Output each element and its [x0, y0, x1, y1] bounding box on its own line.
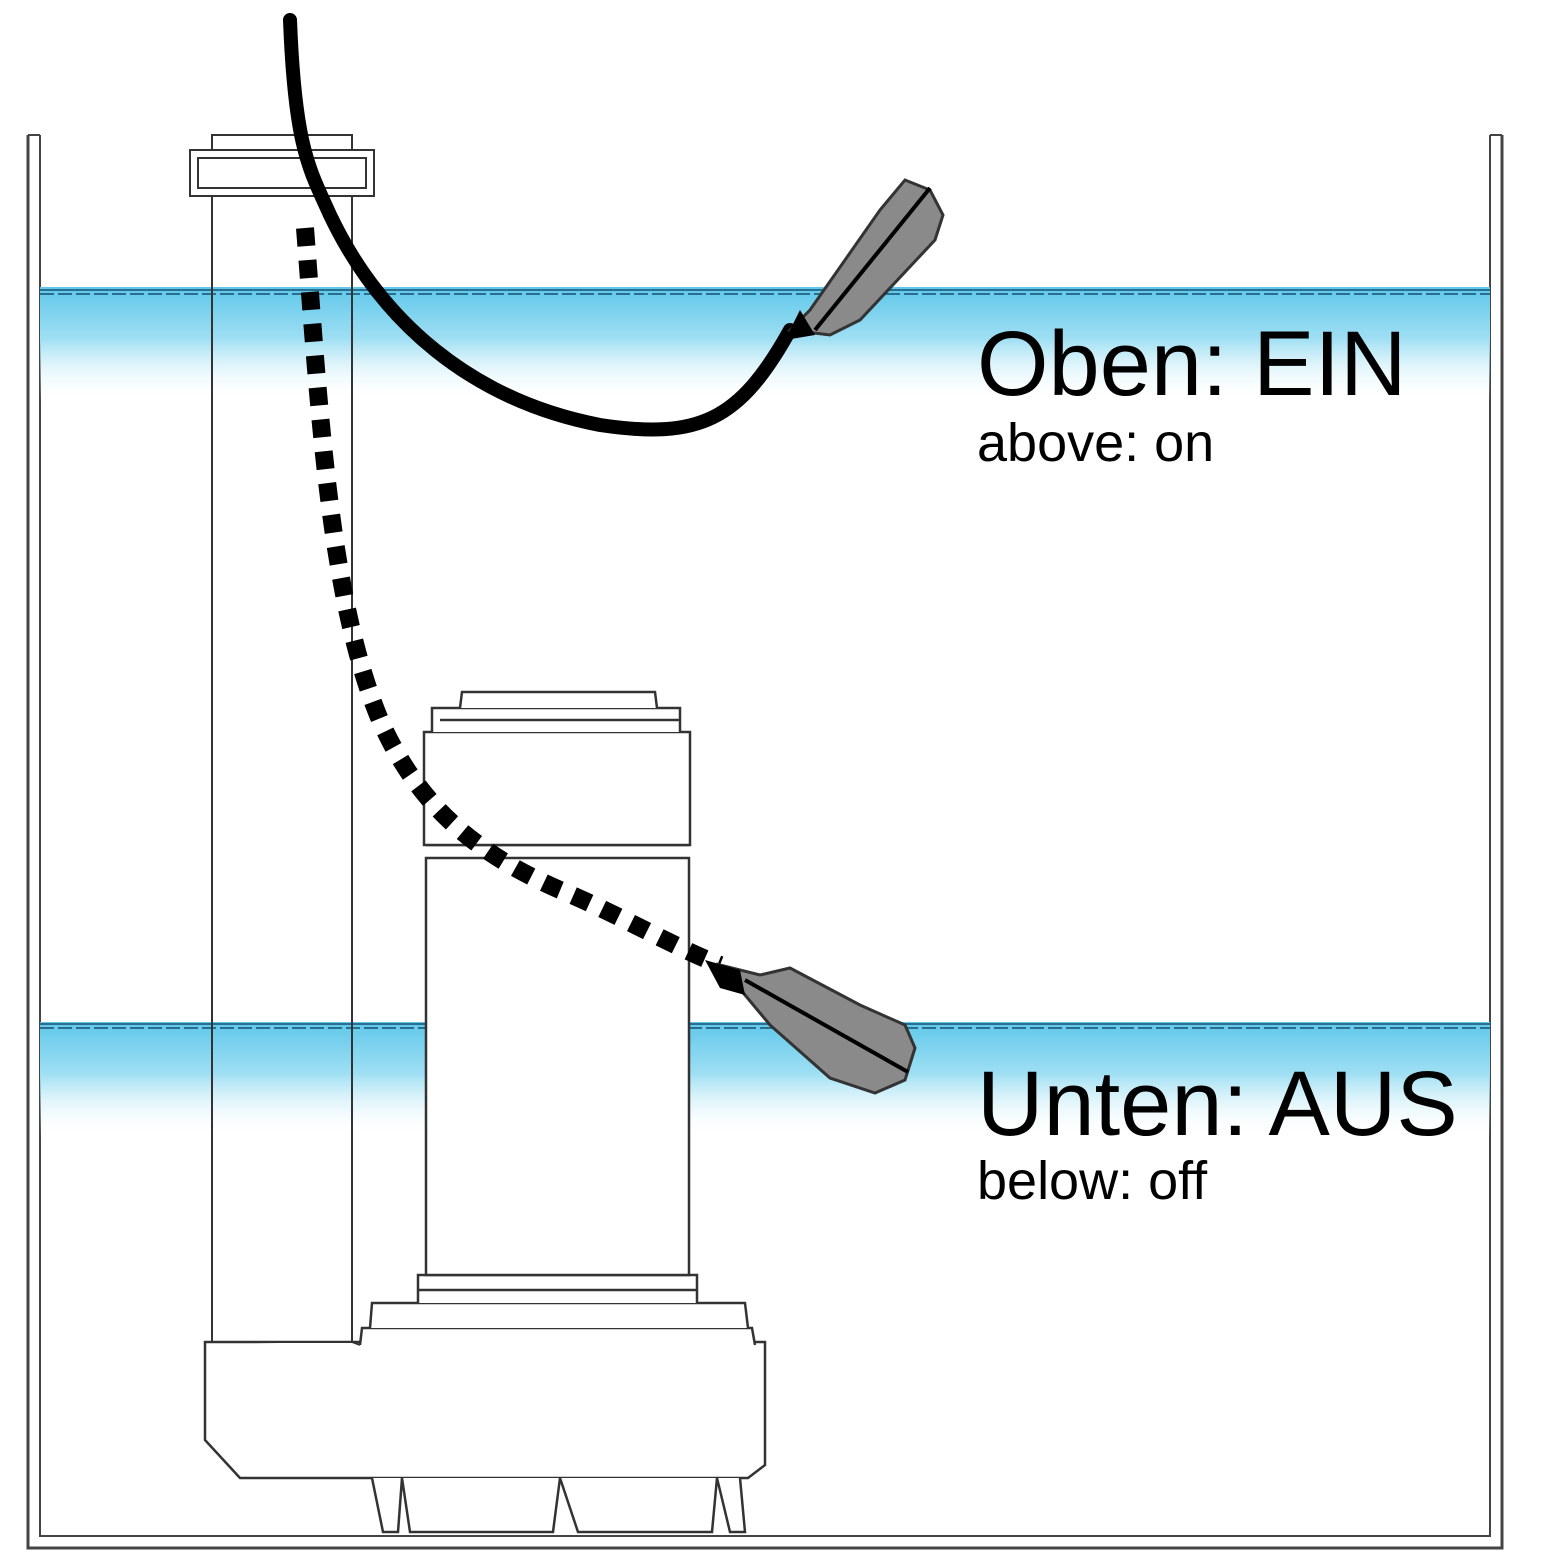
submersible-pump [203, 690, 767, 1534]
upper-float-cable [283, 13, 797, 437]
lower-water-level [40, 1022, 1490, 1137]
tank-container [26, 134, 1504, 1550]
lower-level-sublabel: below: off [977, 1151, 1208, 1211]
upper-float-switch [785, 178, 945, 340]
lower-level-label: Unten: AUS [977, 1053, 1458, 1155]
upper-level-sublabel: above: on [977, 413, 1215, 473]
upper-water-level [40, 287, 1490, 402]
lower-float-switch [705, 960, 917, 1095]
discharge-pipe [189, 134, 375, 1346]
pipe-connector [205, 1341, 361, 1346]
upper-level-label: Oben: EIN [977, 313, 1407, 415]
